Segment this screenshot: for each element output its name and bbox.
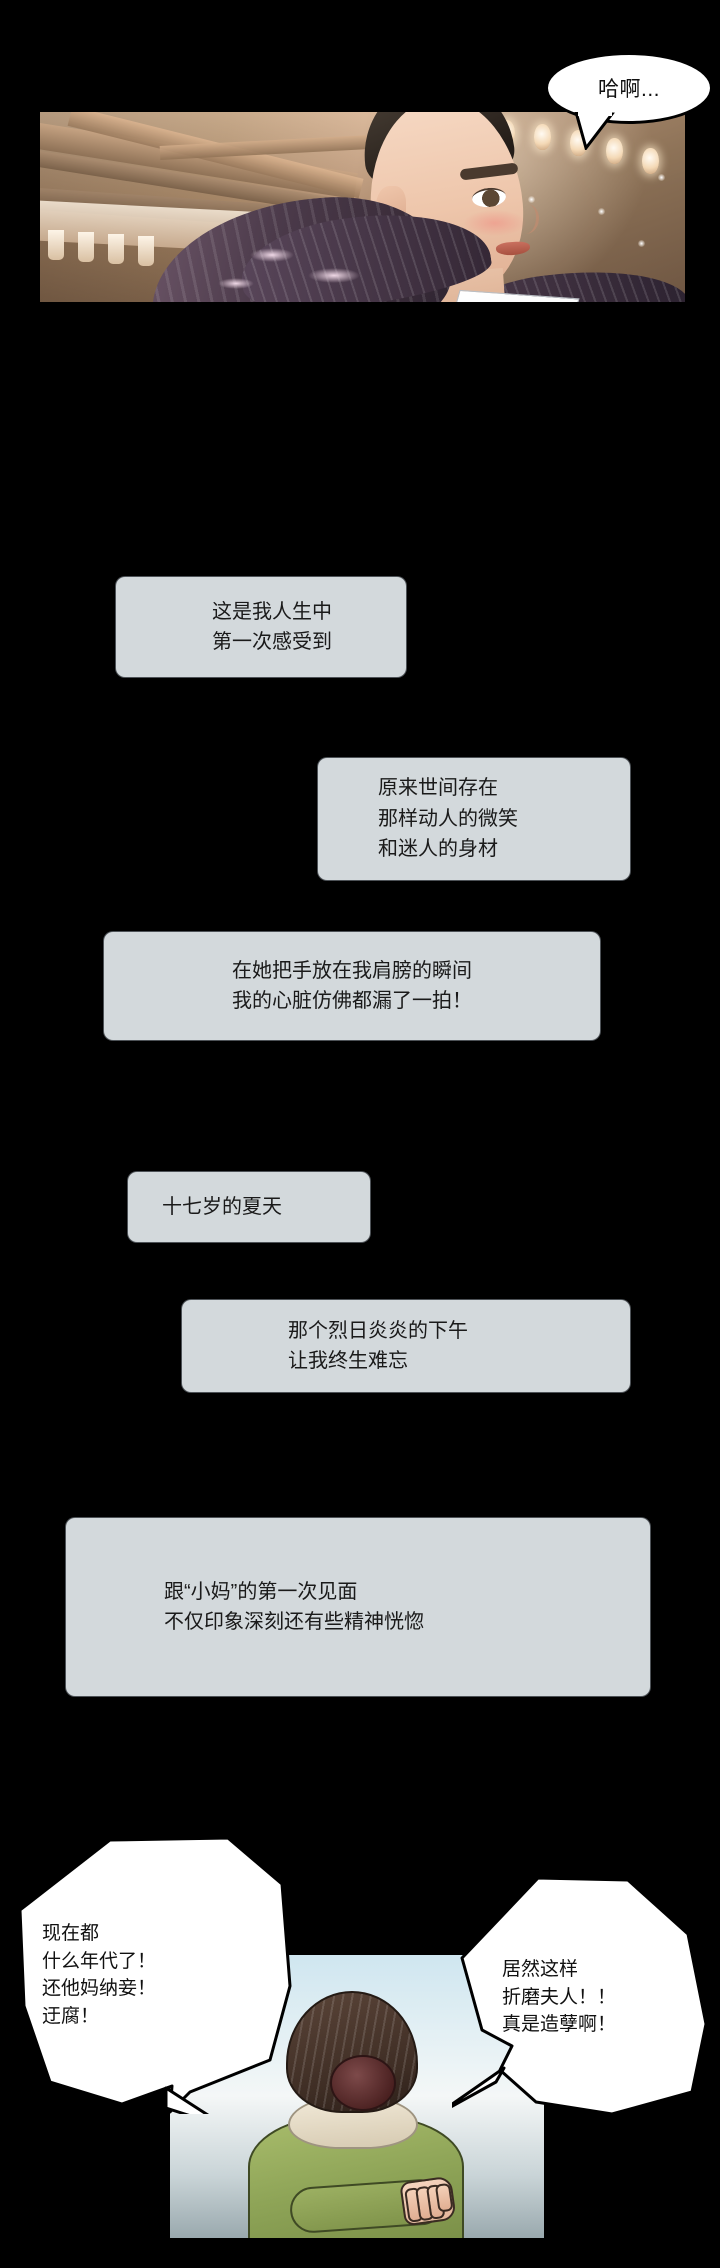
lantern-icon — [606, 138, 623, 164]
narration-text-1: 这是我人生中 第一次感受到 — [212, 600, 332, 653]
narration-box-2: 原来世间存在 那样动人的微笑 和迷人的身材 — [318, 758, 630, 880]
hair-glint — [218, 278, 254, 289]
narration-box-1: 这是我人生中 第一次感受到 — [116, 577, 406, 677]
narration-text-5: 那个烈日炎炎的下午 让我终生难忘 — [288, 1319, 468, 1372]
narration-box-6: 跟“小妈”的第一次见面 不仅印象深刻还有些精神恍惚 — [66, 1518, 650, 1696]
breath-bubble-tail — [574, 112, 615, 150]
sparkle-icon — [638, 240, 645, 247]
hair-glint — [250, 248, 294, 262]
man-blush — [464, 210, 526, 236]
eave-tooth — [48, 230, 64, 260]
narration-box-4: 十七岁的夏天 — [128, 1172, 370, 1242]
clasped-hand — [399, 2175, 457, 2227]
lantern-icon — [534, 124, 551, 150]
shout-bubble-left[interactable]: 现在都 什么年代了！ 还他妈纳妾！ 迂腐！ — [14, 1836, 306, 2114]
sparkle-icon — [658, 174, 665, 181]
eave-tooth — [138, 236, 154, 266]
sparkle-icon — [598, 208, 605, 215]
comic-panel-top — [40, 112, 685, 302]
breath-bubble[interactable]: 哈啊... — [545, 52, 713, 124]
eave-tooth — [78, 232, 94, 262]
narration-box-5: 那个烈日炎炎的下午 让我终生难忘 — [182, 1300, 630, 1392]
narration-text-4: 十七岁的夏天 — [162, 1195, 282, 1218]
narration-text-2: 原来世间存在 那样动人的微笑 和迷人的身材 — [378, 777, 518, 861]
lantern-icon — [642, 148, 659, 174]
shout-right-text: 居然这样 折磨夫人！！ 真是造孽啊！ — [502, 1959, 617, 2036]
narration-text-3: 在她把手放在我肩膀的瞬间 我的心脏仿佛都漏了一拍！ — [232, 959, 472, 1012]
eave-tooth — [108, 234, 124, 264]
shout-left-text: 现在都 什么年代了！ 还他妈纳妾！ 迂腐！ — [42, 1923, 157, 2028]
hair-glint — [308, 268, 360, 283]
hair-bun — [330, 2055, 396, 2111]
shout-bubble-right[interactable]: 居然这样 折磨夫人！！ 真是造孽啊！ — [452, 1876, 710, 2122]
sparkle-icon — [528, 196, 535, 203]
breath-bubble-text: 哈啊... — [597, 78, 660, 101]
narration-text-6: 跟“小妈”的第一次见面 不仅印象深刻还有些精神恍惚 — [164, 1580, 424, 1633]
narration-box-3: 在她把手放在我肩膀的瞬间 我的心脏仿佛都漏了一拍！ — [104, 932, 600, 1040]
